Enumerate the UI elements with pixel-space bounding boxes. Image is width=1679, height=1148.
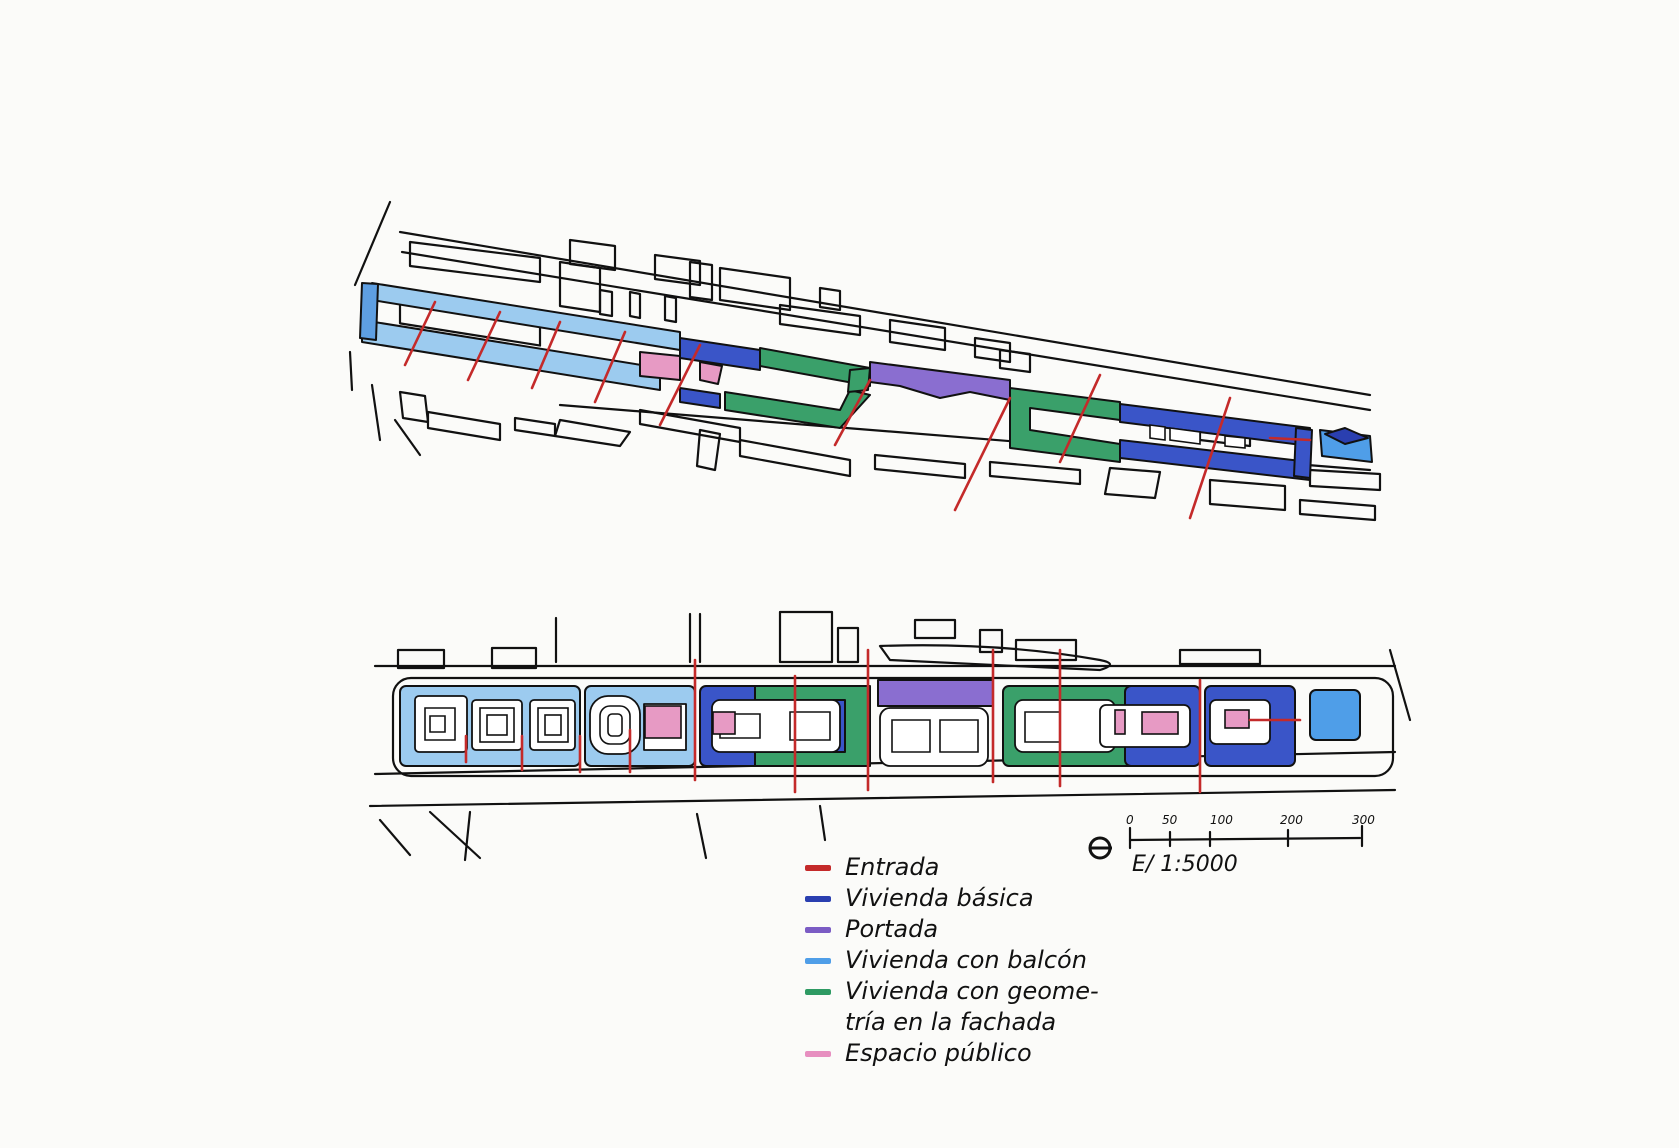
- scale-tick-0: 0: [1126, 813, 1134, 827]
- legend: Entrada Vivienda básica Portada Vivienda…: [805, 852, 1099, 1069]
- legend-label: Vivienda con balcón: [845, 946, 1087, 974]
- legend-swatch: [805, 958, 831, 964]
- scale-tick-50: 50: [1162, 813, 1178, 827]
- legend-item-portada: Portada: [805, 914, 1099, 945]
- legend-label: Vivienda básica: [845, 884, 1034, 912]
- legend-swatch: [805, 896, 831, 902]
- legend-label-line2: tría en la fachada: [845, 1008, 1057, 1036]
- legend-swatch: [805, 927, 831, 933]
- legend-swatch: [805, 1051, 831, 1057]
- legend-label: Portada: [845, 915, 939, 943]
- legend-item-vivienda-geometria: Vivienda con geome- tría en la fachada: [805, 976, 1099, 1038]
- legend-swatch: [805, 865, 831, 871]
- scale-bar: [1128, 824, 1364, 850]
- north-arrow-icon: [1088, 836, 1112, 860]
- legend-item-espacio-publico: Espacio público: [805, 1038, 1099, 1069]
- scale-tick-300: 300: [1352, 813, 1375, 827]
- legend-label: Vivienda con geome-: [845, 977, 1099, 1005]
- legend-item-vivienda-balcon: Vivienda con balcón: [805, 945, 1099, 976]
- legend-swatch: [805, 989, 831, 995]
- legend-label: Entrada: [845, 853, 940, 881]
- scale-tick-200: 200: [1280, 813, 1303, 827]
- scale-title: E/ 1:5000: [1132, 852, 1238, 877]
- scale-tick-100: 100: [1210, 813, 1233, 827]
- legend-item-vivienda-basica: Vivienda básica: [805, 883, 1099, 914]
- legend-item-entrada: Entrada: [805, 852, 1099, 883]
- legend-label: Espacio público: [845, 1039, 1032, 1067]
